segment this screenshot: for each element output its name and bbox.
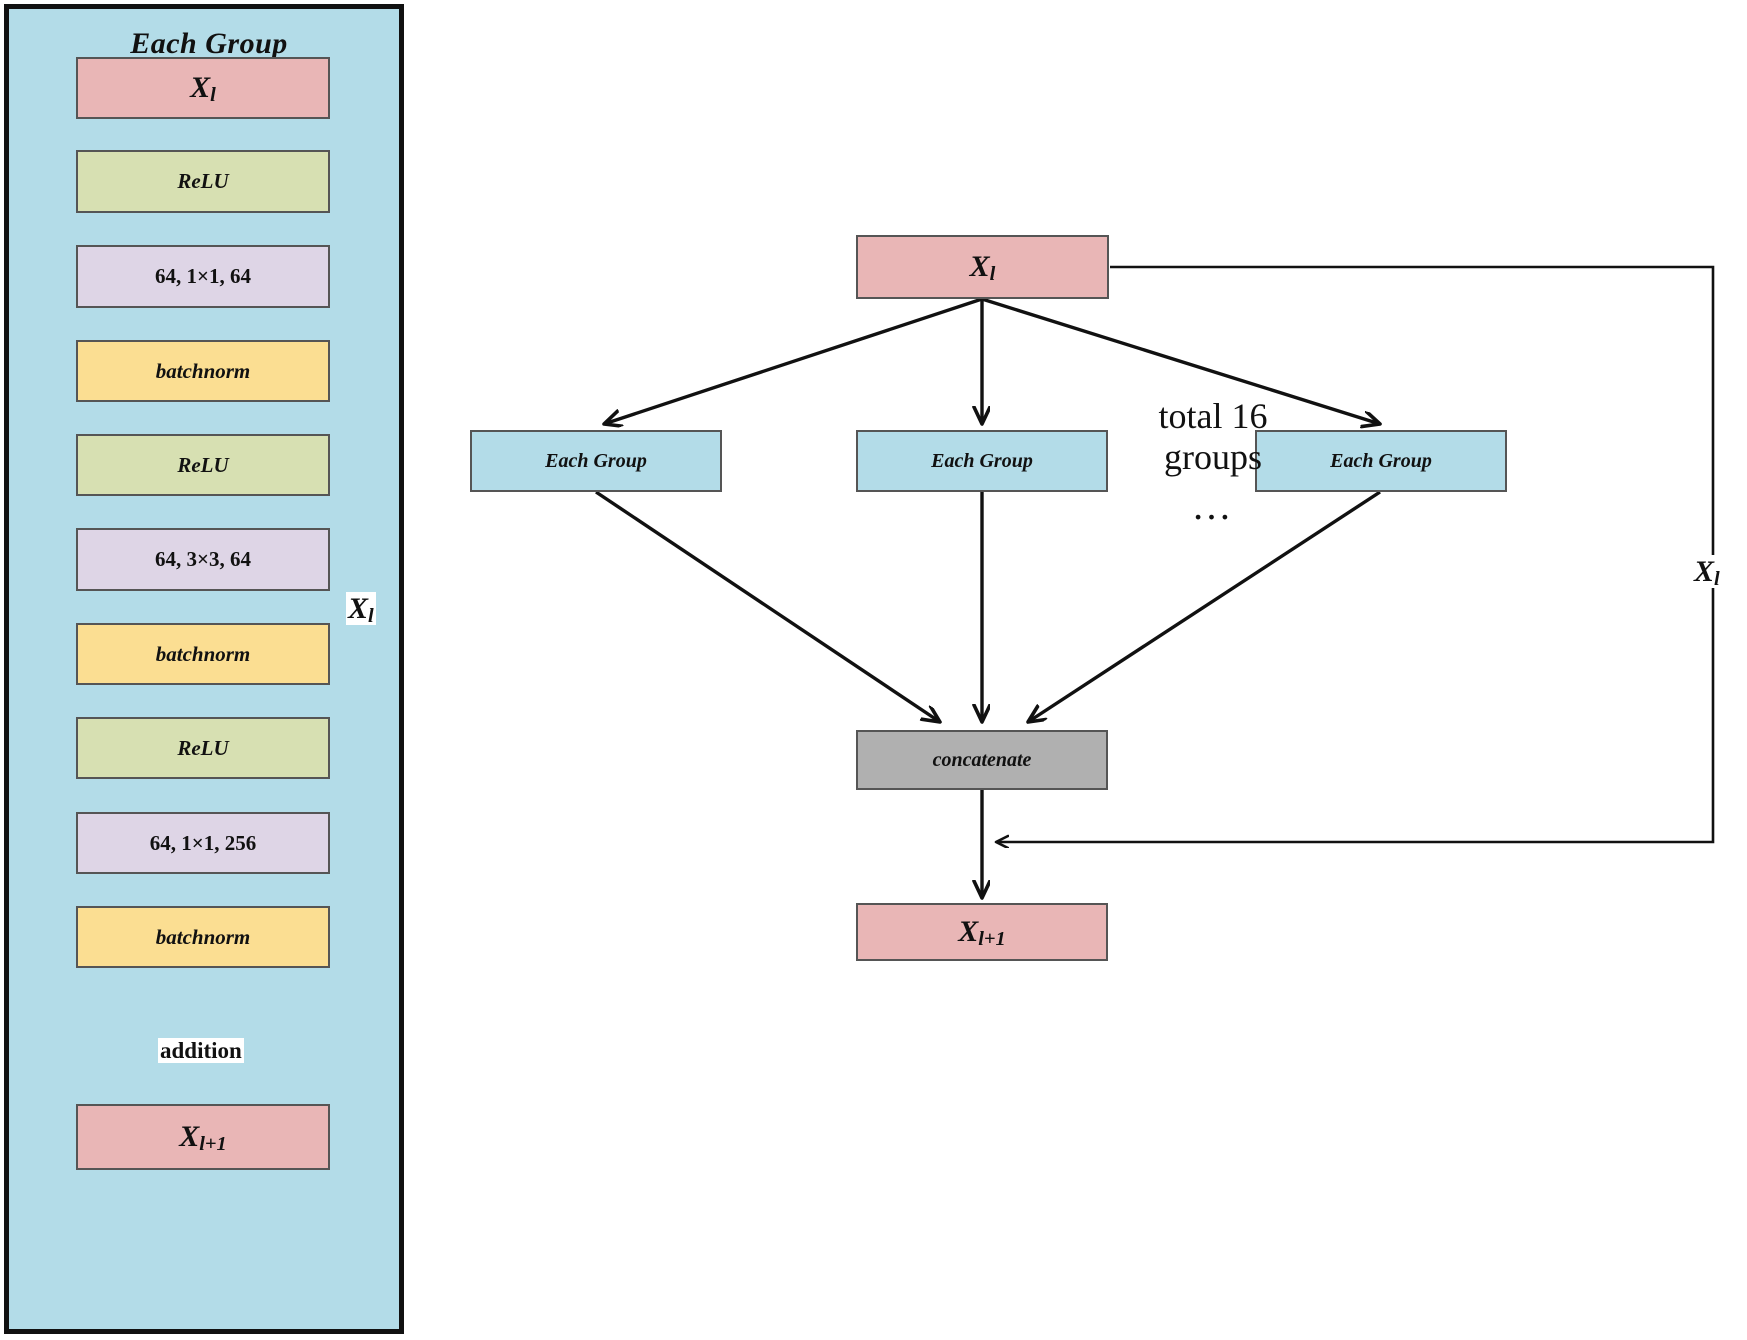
right-output-x-l-plus-1-label: Xl+1 — [958, 915, 1006, 951]
left-block-conv-3x3-64-label: 64, 3×3, 64 — [155, 547, 251, 571]
right-output-x-l-plus-1: Xl+1 — [856, 903, 1108, 961]
left-block-batchnorm-1-label: batchnorm — [155, 358, 251, 383]
left-skip-connection-label: Xl — [346, 592, 376, 628]
total-groups-line-2: groups — [1164, 437, 1262, 478]
left-block-conv-1x1-64: 64, 1×1, 64 — [76, 245, 330, 308]
left-block-conv-3x3-64: 64, 3×3, 64 — [76, 528, 330, 591]
left-block-conv-1x1-64-label: 64, 1×1, 64 — [155, 264, 251, 288]
total-groups-line-1: total 16 — [1158, 396, 1268, 436]
left-block-relu-3: ReLU — [76, 717, 330, 779]
right-group-box-3: Each Group — [1255, 430, 1507, 492]
right-group-box-2-label: Each Group — [931, 449, 1033, 472]
left-block-conv-1x1-256: 64, 1×1, 256 — [76, 812, 330, 874]
left-block-batchnorm-2-label: batchnorm — [155, 641, 251, 666]
right-group-box-2: Each Group — [856, 430, 1108, 492]
left-block-relu-1: ReLU — [76, 150, 330, 213]
right-concatenate-label: concatenate — [932, 748, 1032, 771]
right-skip-connection-label: Xl — [1692, 555, 1722, 591]
left-block-batchnorm-1: batchnorm — [76, 340, 330, 402]
left-block-relu-1-label: ReLU — [177, 169, 229, 193]
left-block-batchnorm-3: batchnorm — [76, 906, 330, 968]
left-block-batchnorm-3-label: batchnorm — [155, 924, 251, 949]
right-group-box-3-label: Each Group — [1330, 449, 1432, 472]
left-block-x-l-plus-1-label: Xl+1 — [179, 1120, 227, 1156]
total-groups-annotation: total 16 groups — [1118, 396, 1308, 479]
left-block-relu-2: ReLU — [76, 434, 330, 496]
left-block-x-l-label: Xl — [190, 71, 216, 107]
left-block-x-l-plus-1: Xl+1 — [76, 1104, 330, 1170]
right-input-x-l: Xl — [856, 235, 1109, 299]
groups-ellipsis: … — [1191, 483, 1235, 528]
right-concatenate-box: concatenate — [856, 730, 1108, 790]
right-group-box-1: Each Group — [470, 430, 722, 492]
left-block-relu-2-label: ReLU — [177, 452, 229, 477]
right-input-x-l-label: Xl — [969, 250, 996, 286]
left-block-relu-3-label: ReLU — [177, 735, 229, 760]
each-group-panel-title: Each Group — [130, 27, 288, 60]
left-block-x-l: Xl — [76, 57, 330, 119]
left-block-conv-1x1-256-label: 64, 1×1, 256 — [149, 830, 257, 855]
right-group-box-1-label: Each Group — [545, 449, 647, 472]
left-block-batchnorm-2: batchnorm — [76, 623, 330, 685]
right-panel-arrows — [595, 265, 1715, 898]
left-addition-label: addition — [158, 1038, 244, 1064]
